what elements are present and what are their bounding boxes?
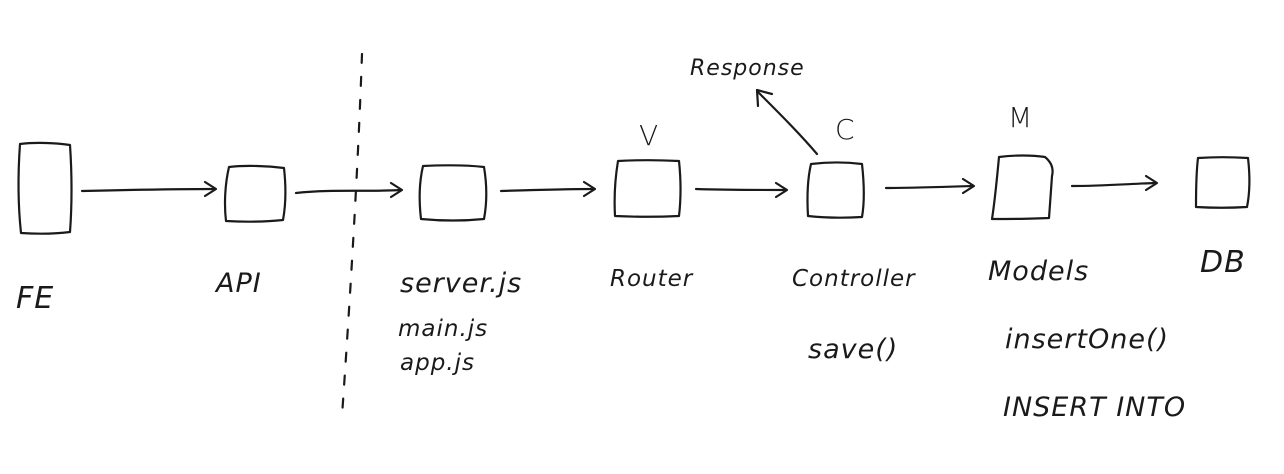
db-box [1194, 156, 1251, 209]
models-note: INSERT INTO [1003, 392, 1187, 423]
models-note: insertOne() [1005, 324, 1170, 355]
response-label: Response [690, 56, 805, 81]
server-box [418, 164, 488, 222]
controller-box [806, 161, 865, 219]
fe-label: FE [16, 281, 55, 316]
models-box [990, 154, 1054, 221]
arrow-router-controller [694, 181, 789, 199]
api-box [223, 164, 287, 223]
router-box [613, 159, 682, 218]
arrow-controller-models [884, 177, 976, 195]
api-label: API [216, 268, 262, 299]
models-label: Models [988, 256, 1090, 287]
arrow-fe-api [80, 180, 218, 198]
db-label: DB [1200, 245, 1246, 280]
controller-layer-tag: C [835, 113, 856, 146]
server-label: server.js [400, 268, 523, 299]
server-note: app.js [400, 350, 475, 376]
arrow-models-db [1070, 174, 1159, 192]
controller-note: save() [808, 334, 899, 365]
router-label: Router [610, 266, 694, 292]
arrow-api-server [294, 181, 404, 199]
fe-box [17, 141, 73, 235]
server-note: main.js [398, 316, 489, 342]
boundary-dashed-line [340, 52, 364, 418]
arrow-controller-response [755, 88, 819, 156]
models-layer-tag: M [1008, 101, 1034, 134]
router-layer-tag: V [639, 119, 660, 152]
arrow-server-router [499, 180, 597, 198]
controller-label: Controller [792, 266, 916, 292]
